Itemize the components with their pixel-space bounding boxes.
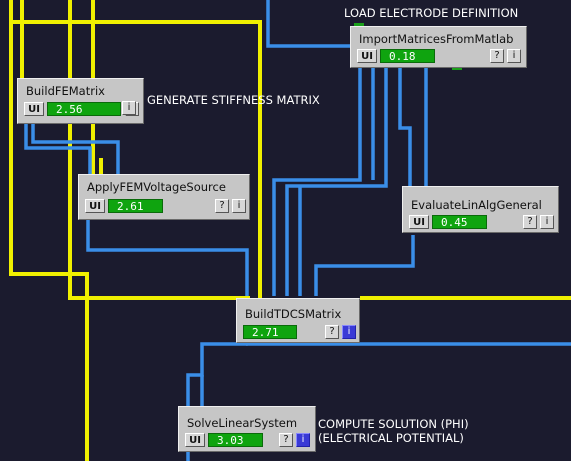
field-pipe (11, 20, 262, 300)
progress-value: 0.18 (380, 49, 435, 63)
ui-button[interactable]: UI (357, 49, 377, 63)
info-button[interactable]: i (540, 215, 554, 229)
ui-button[interactable]: UI (85, 199, 105, 213)
module-evaluate-lin-alg-general[interactable]: EvaluateLinAlgGeneral UI 0.45 ? i (402, 186, 559, 233)
output-port (452, 66, 462, 70)
module-solve-linear-system[interactable]: SolveLinearSystem UI 3.03 ? i (178, 406, 316, 452)
matrix-pipe (272, 68, 362, 296)
module-title: ImportMatricesFromMatlab (359, 32, 514, 46)
matrix-pipe (266, 0, 358, 48)
module-title: BuildFEMatrix (26, 84, 105, 98)
module-title: ApplyFEMVoltageSource (87, 180, 226, 194)
module-build-tdcs-matrix[interactable]: BuildTDCSMatrix 2.71 ? i (236, 298, 360, 343)
progress-value: 0.45 (432, 215, 487, 229)
matrix-pipe (398, 68, 412, 186)
matrix-pipe (24, 122, 92, 174)
matrix-pipe (314, 235, 415, 296)
info-button[interactable]: i (296, 433, 310, 447)
matrix-pipe (186, 340, 248, 406)
field-pipe (9, 0, 89, 461)
matrix-pipe (285, 68, 388, 296)
help-button[interactable]: ? (325, 325, 339, 339)
ui-button[interactable]: UI (24, 102, 44, 116)
ui-button[interactable]: UI (409, 215, 429, 229)
note-compute-solution: COMPUTE SOLUTION (PHI) (318, 417, 469, 431)
info-button[interactable]: i (342, 325, 356, 339)
info-button[interactable]: i (122, 101, 136, 115)
module-title: SolveLinearSystem (187, 416, 298, 430)
note-generate-stiffness: GENERATE STIFFNESS MATRIX (147, 93, 320, 107)
module-title: EvaluateLinAlgGeneral (411, 198, 542, 212)
port-markers (354, 23, 462, 70)
help-button[interactable]: ? (523, 215, 537, 229)
progress-value: 2.61 (108, 199, 163, 213)
module-apply-fem-voltage-source[interactable]: ApplyFEMVoltageSource UI 2.61 ? i (78, 174, 250, 220)
ui-button[interactable]: UI (185, 433, 205, 447)
field-pipe (68, 0, 250, 300)
module-title: BuildTDCSMatrix (245, 307, 342, 321)
progress-value: 2.56 (47, 102, 121, 116)
progress-value: 3.03 (208, 433, 263, 447)
module-import-matrices-from-matlab[interactable]: ImportMatricesFromMatlab UI 0.18 ? i (350, 26, 527, 68)
matrix-pipe (31, 122, 120, 174)
matrix-pipes (24, 0, 571, 461)
help-button[interactable]: ? (490, 49, 504, 63)
matrix-pipe (86, 218, 249, 296)
progress-value: 2.71 (243, 325, 297, 339)
help-button[interactable]: ? (215, 199, 229, 213)
info-button[interactable]: i (232, 199, 246, 213)
note-electrical-potential: (ELECTRICAL POTENTIAL) (318, 431, 464, 445)
input-port (354, 23, 364, 27)
info-button[interactable]: i (507, 49, 521, 63)
note-load-electrode: LOAD ELECTRODE DEFINITION (344, 6, 519, 20)
help-button[interactable]: ? (279, 433, 293, 447)
